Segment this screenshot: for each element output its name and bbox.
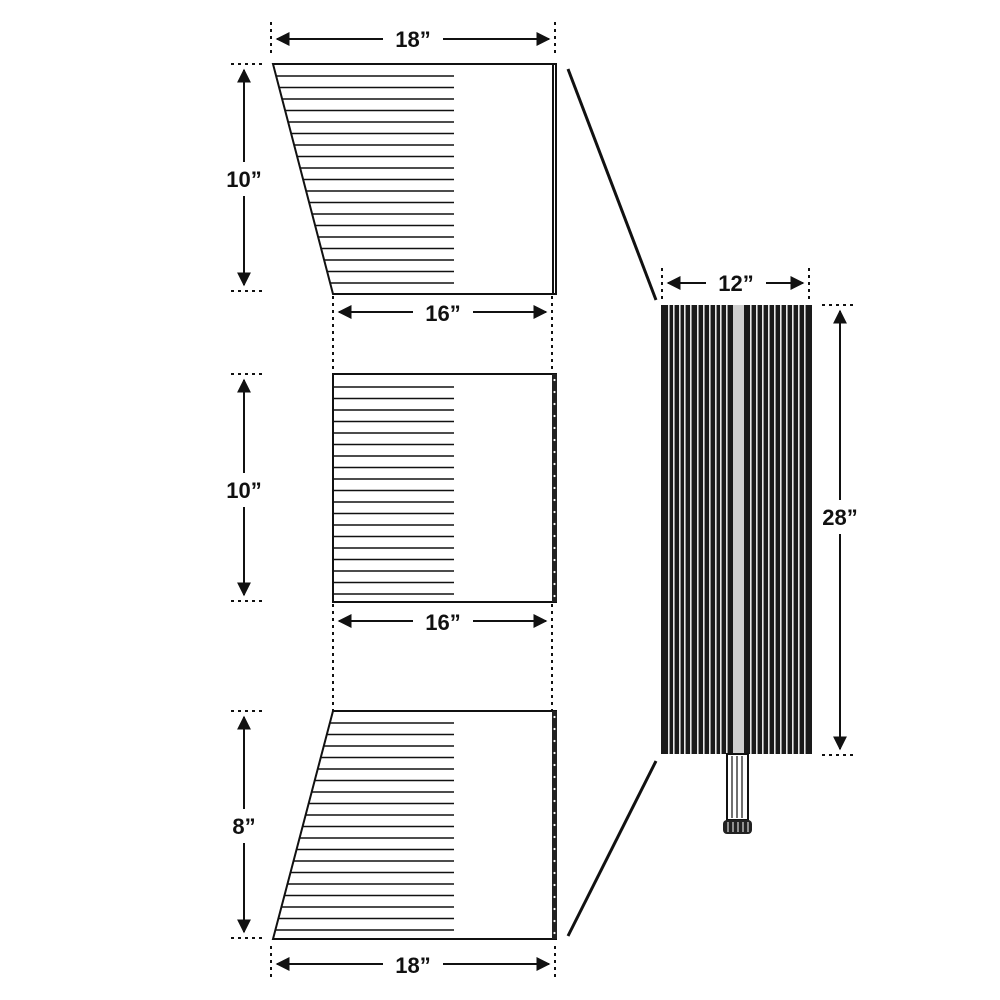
- roll-connector-bottom: [566, 760, 658, 937]
- edge-strip-dot: [553, 498, 556, 502]
- edge-strip-dot: [553, 715, 556, 719]
- roll-width-label: 12”: [718, 271, 753, 296]
- roll-stripe: [804, 305, 806, 754]
- edge-strip-dot: [553, 787, 556, 791]
- roll-stripe: [673, 305, 675, 754]
- roll-stripe: [798, 305, 800, 754]
- middle-panel: [332, 373, 557, 603]
- edge-strip-dot: [553, 739, 556, 743]
- label-bg-bot-height: [224, 809, 264, 843]
- top-panel-bristles: [276, 75, 454, 284]
- edge-strip-dot: [553, 859, 556, 863]
- edge-strip-dot: [553, 835, 556, 839]
- panel-connectors: [332, 296, 553, 711]
- edge-strip-dot: [553, 847, 556, 851]
- edge-strip-dot: [553, 811, 556, 815]
- roll-stripe: [668, 305, 670, 754]
- mid-bottom-width-label: 16”: [425, 610, 460, 635]
- edge-strip-dot: [553, 594, 556, 598]
- edge-strip-dot: [553, 907, 556, 911]
- label-bg-mid-bottom-width: [413, 607, 473, 637]
- edge-strip-dot: [553, 522, 556, 526]
- rolled-brush: [661, 305, 812, 834]
- rolled-brush-highlight: [733, 305, 744, 754]
- roll-stripe: [792, 305, 794, 754]
- roll-stripe: [786, 305, 788, 754]
- roll-stripe: [709, 305, 711, 754]
- roll-stripe: [762, 305, 764, 754]
- edge-strip-dot: [553, 823, 556, 827]
- middle-panel-bristles: [333, 378, 556, 598]
- roll-connector-lines: [566, 68, 658, 937]
- bottom-panel: [271, 710, 557, 940]
- bot-width-label: 18”: [395, 953, 430, 978]
- label-bg-bot-width: [383, 950, 443, 980]
- edge-strip-dot: [553, 919, 556, 923]
- bot-height-label: 8”: [232, 814, 255, 839]
- roll-stripe: [756, 305, 758, 754]
- edge-strip-dot: [553, 426, 556, 430]
- edge-strip-dot: [553, 871, 556, 875]
- roll-stripe: [679, 305, 681, 754]
- label-bg-roll-width: [706, 268, 766, 298]
- edge-strip-dot: [553, 931, 556, 935]
- top-panel: [271, 63, 557, 295]
- roll-stripe: [768, 305, 770, 754]
- edge-strip-dot: [553, 558, 556, 562]
- edge-strip-dot: [553, 570, 556, 574]
- edge-strip-dot: [553, 895, 556, 899]
- edge-strip-dot: [553, 402, 556, 406]
- edge-strip-dot: [553, 799, 556, 803]
- top-height-label: 10”: [226, 167, 261, 192]
- edge-strip-dot: [553, 390, 556, 394]
- label-bg-top-width: [383, 24, 443, 54]
- roll-stripe: [703, 305, 705, 754]
- edge-strip-dot: [553, 378, 556, 382]
- bottom-panel-bristles: [275, 715, 556, 935]
- top-width-label: 18”: [395, 27, 430, 52]
- roll-stripe: [750, 305, 752, 754]
- roll-stripe: [774, 305, 776, 754]
- edge-strip-dot: [553, 450, 556, 454]
- roll-connector-top: [566, 68, 658, 301]
- label-bg-top-bottom-width: [413, 298, 473, 328]
- rolled-brush-stripes: [668, 305, 806, 754]
- edge-strip-dot: [553, 438, 556, 442]
- label-bg-mid-height: [220, 473, 268, 507]
- top-bottom-width-label: 16”: [425, 301, 460, 326]
- roll-stripe: [690, 305, 692, 754]
- edge-strip-dot: [553, 414, 556, 418]
- edge-strip-dot: [553, 582, 556, 586]
- edge-strip-dot: [553, 775, 556, 779]
- label-bg-roll-height: [814, 500, 866, 534]
- edge-strip-dot: [553, 474, 556, 478]
- roll-height-label: 28”: [822, 505, 857, 530]
- edge-strip-dot: [553, 751, 556, 755]
- edge-strip-dot: [553, 546, 556, 550]
- mid-height-label: 10”: [226, 478, 261, 503]
- roll-stripe: [720, 305, 722, 754]
- edge-strip-dot: [553, 763, 556, 767]
- rolled-brush-cap-ridges: [727, 822, 749, 832]
- rolled-brush-core-lines: [731, 756, 743, 818]
- dimension-labels: 18” 10” 16” 10” 16” 8” 18” 12” 28”: [220, 24, 866, 980]
- label-bg-top-height: [220, 162, 268, 196]
- roll-stripe: [715, 305, 717, 754]
- roll-stripe: [697, 305, 699, 754]
- roll-stripe: [780, 305, 782, 754]
- edge-strip-dot: [553, 727, 556, 731]
- roll-stripe: [726, 305, 728, 754]
- edge-strip-dot: [553, 510, 556, 514]
- edge-strip-dot: [553, 462, 556, 466]
- middle-panel-outline: [332, 373, 557, 603]
- roll-stripe: [684, 305, 686, 754]
- edge-strip-dot: [553, 883, 556, 887]
- edge-strip-dot: [553, 486, 556, 490]
- edge-strip-dot: [553, 534, 556, 538]
